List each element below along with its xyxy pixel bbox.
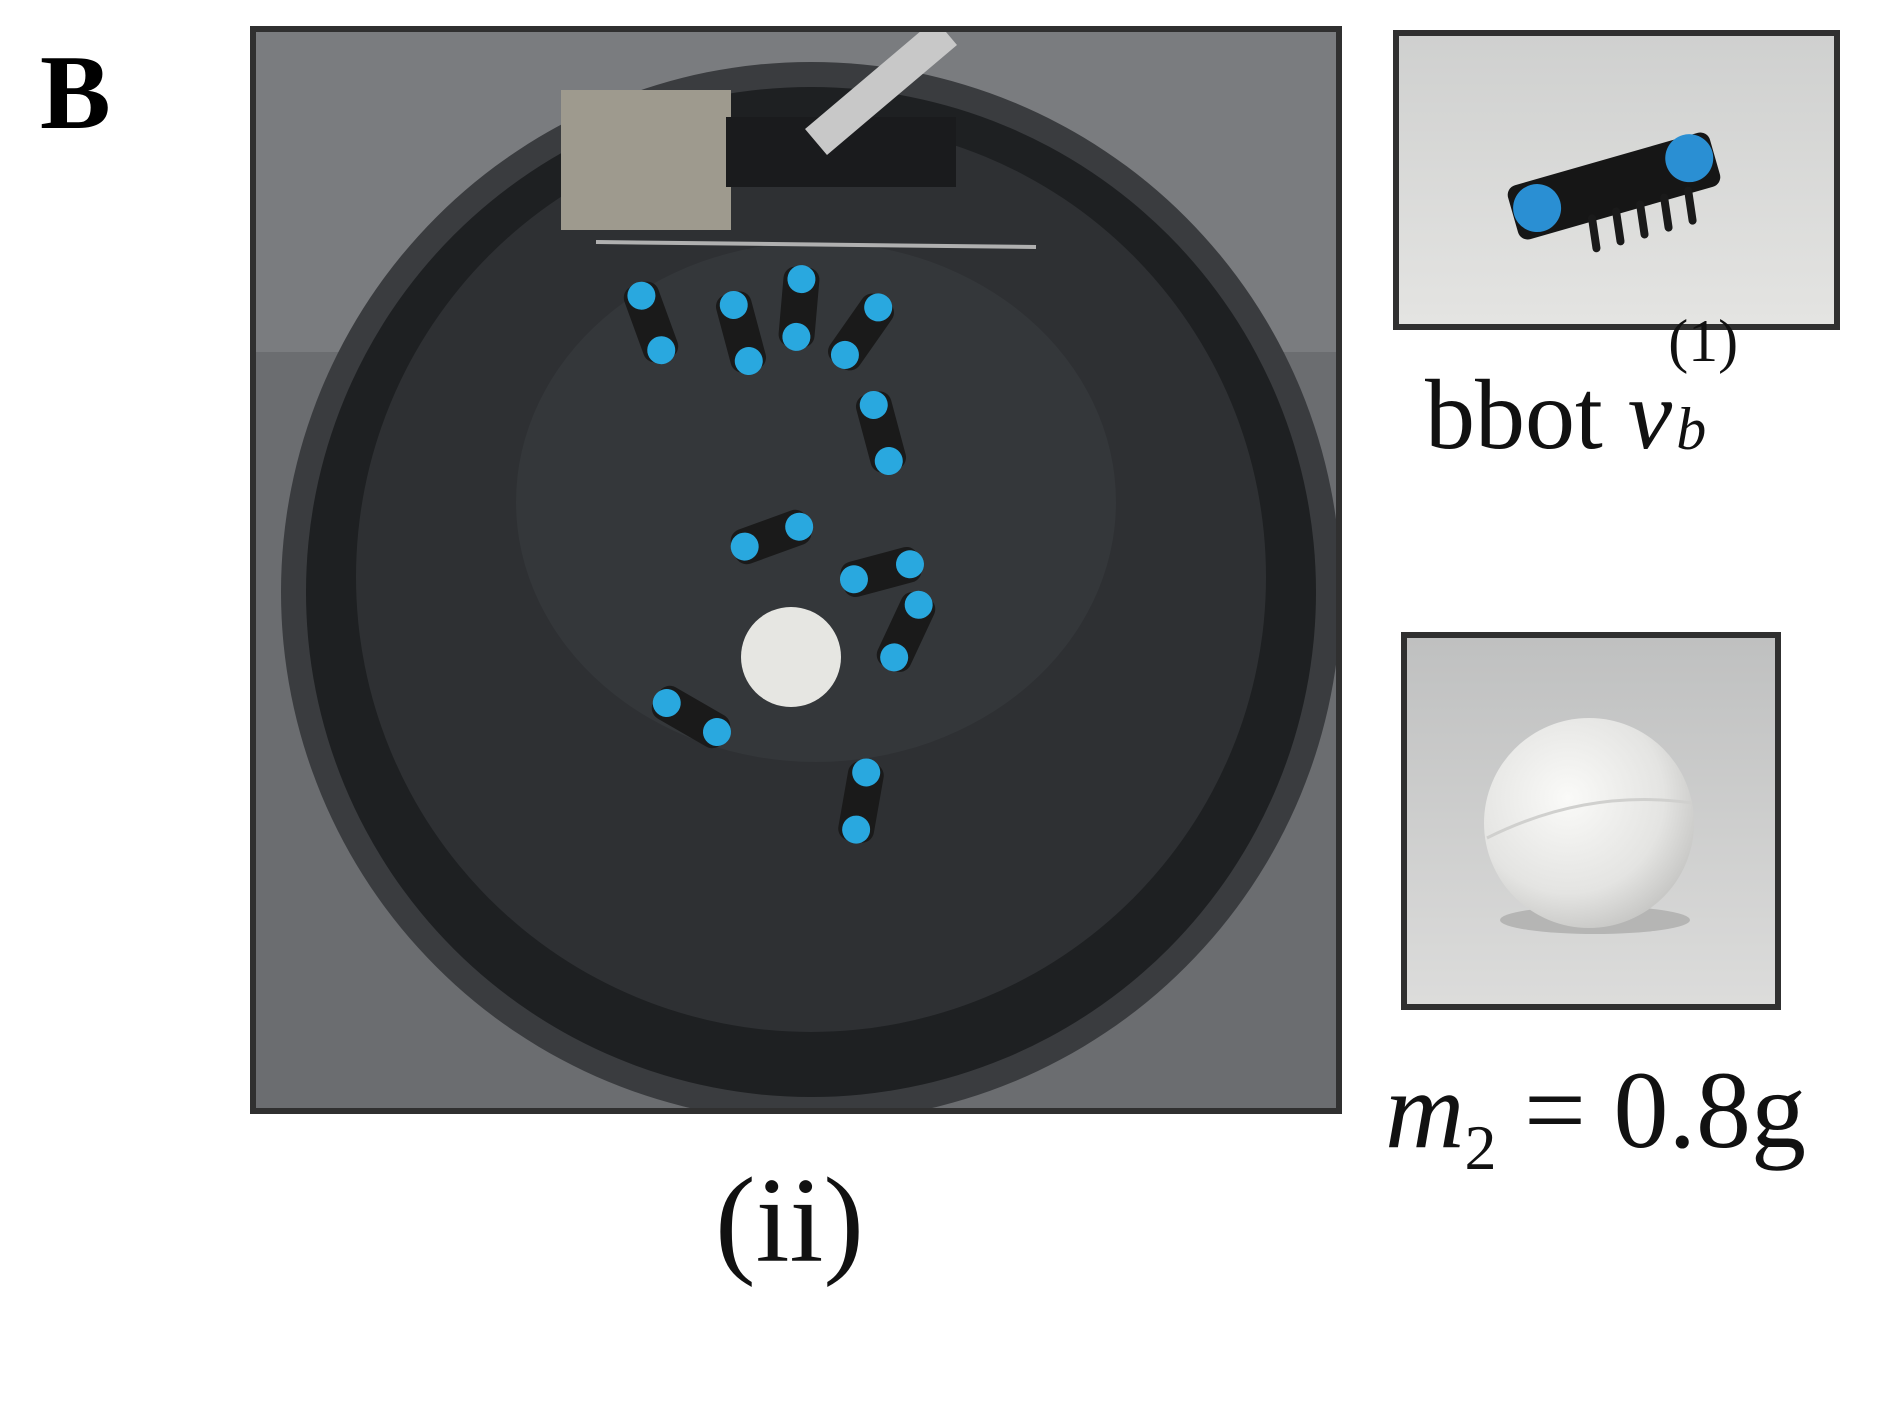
mass-symbol: m: [1385, 1049, 1465, 1171]
wire: [595, 240, 1037, 249]
bristlebot-caption: bbot v(1) b: [1425, 311, 1742, 475]
foam-ball: [741, 607, 841, 707]
arena-illustration: [256, 32, 1336, 1108]
bristlebot-caption-symbol: v: [1627, 359, 1673, 470]
bristlebot-group: [623, 265, 936, 844]
bristlebot-closeup: [1507, 132, 1721, 253]
bristlebot: [876, 590, 936, 672]
bristlebot: [651, 685, 731, 749]
mount-rod: [805, 32, 957, 155]
mass-value: = 0.8g: [1496, 1049, 1806, 1171]
ball-photo: [1401, 632, 1781, 1010]
ball-seam: [1486, 798, 1693, 840]
bristlebot-caption-subscript: b: [1676, 396, 1707, 463]
bristlebot: [828, 293, 894, 371]
bristlebot-caption-superscript: (1): [1668, 308, 1739, 375]
main-photo-caption: (ii): [715, 1153, 865, 1288]
bristlebot-caption-word: bbot: [1425, 359, 1603, 470]
arena-highlight: [516, 242, 1116, 762]
bristlebot: [623, 281, 679, 365]
ball-illustration: [1407, 638, 1775, 1004]
bristlebot-photo: [1393, 30, 1840, 330]
bristlebot: [838, 758, 884, 844]
bristlebot: [715, 290, 767, 375]
sensor-block: [561, 90, 731, 230]
bristlebot-illustration: [1399, 36, 1834, 324]
bristlebot: [839, 546, 924, 598]
bristlebot: [855, 390, 907, 475]
bristlebot: [778, 265, 820, 351]
arena-photo: [250, 26, 1342, 1114]
panel-label: B: [40, 34, 111, 151]
mass-subscript: 2: [1464, 1112, 1497, 1183]
bristlebot: [730, 509, 814, 565]
mass-caption: m2 = 0.8g: [1385, 1055, 1806, 1180]
foam-ball-closeup: [1484, 718, 1694, 928]
